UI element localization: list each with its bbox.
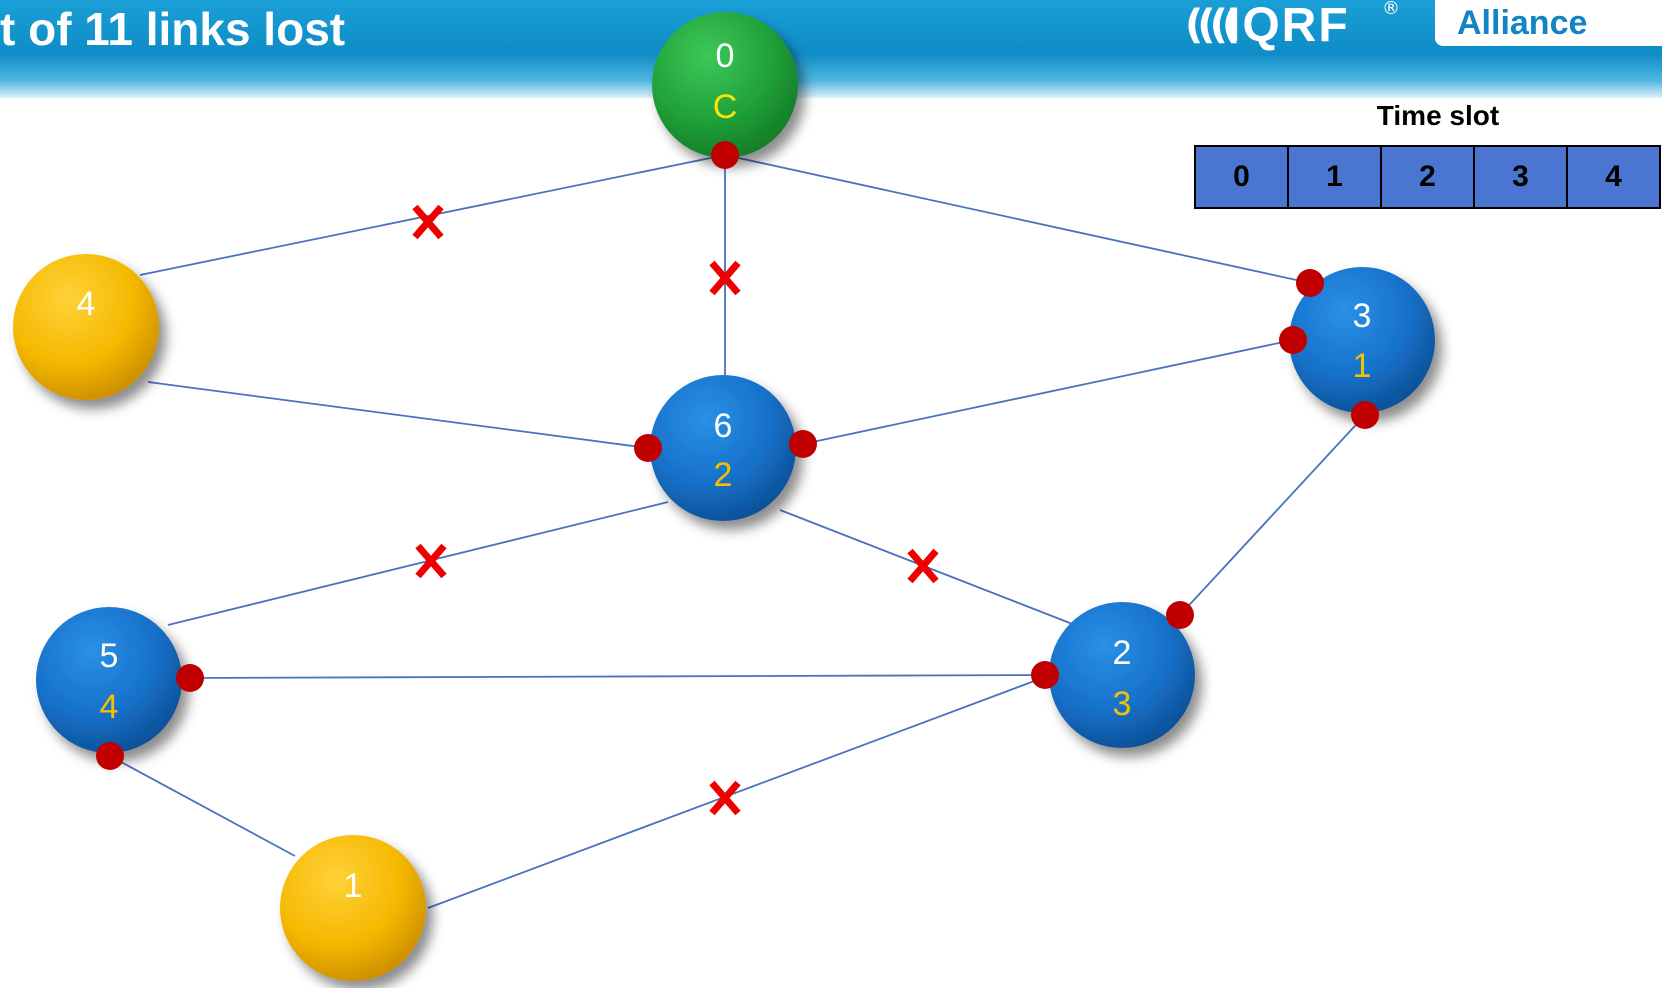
iqrf-alliance-logo: (((( IQRF ® Alliance [1185,0,1662,52]
node-4 [13,254,159,400]
node-3 [1289,267,1435,413]
timeslot-cell-2: 2 [1380,145,1475,209]
link-dot [1351,401,1379,429]
timeslot-label: Time slot [1376,100,1500,131]
lost-link-marks [412,204,939,816]
link-dot [1279,326,1307,354]
node-2 [1049,602,1195,748]
node-vrn-label: 3 [1113,685,1132,723]
node-vrn-label: 1 [1353,347,1372,385]
link-0-3 [724,154,1311,284]
link-dot [1031,661,1059,689]
lost-link-mark-6-5 [415,543,447,579]
lost-link-mark-6-2 [907,548,939,584]
node-vrn-label: C [713,88,738,126]
node-1 [280,835,426,981]
signal-waves-icon: (((( [1185,2,1240,48]
logo-text: IQRF [1227,0,1350,52]
link-dot [1296,269,1324,297]
timeslot-table: 0 1 2 3 4 [1194,145,1661,209]
link-dot [711,141,739,169]
node-layer: 0 C 4 3 1 6 2 5 4 2 3 1 [13,12,1435,981]
timeslot-row: 0 1 2 3 4 [1194,145,1661,209]
node-5 [36,607,182,753]
node-id-label: 6 [714,407,733,445]
node-id-label: 5 [100,637,119,675]
link-6-5 [167,501,669,626]
node-id-label: 3 [1353,297,1372,335]
coordinator-node [652,12,798,158]
lost-link-mark-2-1 [709,780,741,816]
registered-icon: ® [1382,0,1400,19]
link-dot [634,434,662,462]
link-4-6 [147,381,649,449]
slide-title: t of 11 links lost [0,3,346,55]
timeslot-cell-1: 1 [1287,145,1382,209]
node-vrn-label: 4 [100,688,119,726]
node-id-label: 4 [77,285,96,323]
node-6 [650,375,796,521]
header-banner: t of 11 links lost (((( IQRF ® Alliance [0,0,1662,98]
link-6-3 [802,339,1294,445]
link-dot [1166,601,1194,629]
link-dot [96,742,124,770]
link-endpoint-dots [96,141,1379,770]
node-id-label: 2 [1113,634,1132,672]
link-5-2 [189,674,1046,679]
node-id-label: 1 [344,867,363,905]
logo-badge: Alliance [1435,0,1662,46]
timeslot-cell-0: 0 [1194,145,1289,209]
node-vrn-label: 2 [714,456,733,494]
link-dot [789,430,817,458]
timeslot-cell-4: 4 [1566,145,1661,209]
node-id-label: 0 [716,37,735,75]
timeslot-cell-3: 3 [1473,145,1568,209]
link-5-1 [109,755,296,857]
link-3-2 [1179,414,1366,616]
logo-badge-text: Alliance [1457,4,1588,42]
link-dot [176,664,204,692]
lost-link-mark-0-4 [412,204,444,240]
lost-link-mark-0-6 [709,260,741,296]
link-2-1 [427,676,1046,909]
